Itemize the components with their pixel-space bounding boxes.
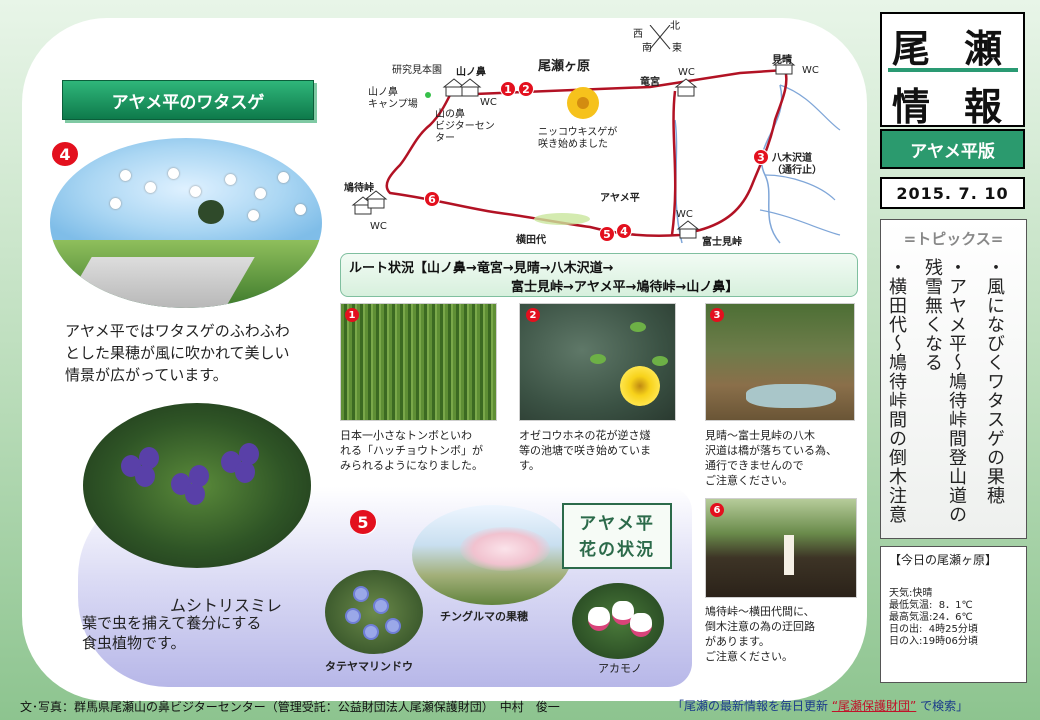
photo-caption-3: 見晴～富士見峠の八木沢道は橋が落ちている為、通行できませんのでご注意ください。: [705, 429, 837, 487]
edition-label: アヤメ平版: [880, 129, 1025, 169]
weather-row: 日の入:19時06分頃: [889, 636, 978, 647]
topic-item: ・風になびくワタスゲの果穂: [984, 258, 1005, 505]
flower-status-line: 花の状況: [579, 540, 655, 560]
map-label-yamanohana: 山ノ鼻: [456, 67, 486, 78]
trail-map-graphic: [351, 24, 841, 244]
photo-caption-6: 鳩待峠～横田代間に、倒木注意の為の迂回路があります。ご注意ください。: [705, 605, 815, 663]
photo-credit: 文･写真：群馬県尾瀬山の鼻ビジターセンター（管理受託：公益財団法人尾瀬保護財団）…: [20, 700, 560, 714]
map-label-visitor-center: 山の鼻ビジターセンター: [435, 109, 495, 144]
search-hint[interactable]: 「尾瀬の最新情報を毎日更新 “尾瀬保護財団” で検索」: [672, 697, 968, 714]
desc-line: とした果穂が風に吹かれて美しい: [65, 344, 290, 362]
chinguruma-photo: [412, 505, 572, 605]
section-banner: アヤメ平のワタスゲ: [62, 80, 314, 120]
map-label-ayamedaira: アヤメ平: [600, 193, 640, 204]
map-label-wc: WC: [676, 209, 693, 220]
trail-map: 西 北 南 東 尾瀬ヶ原 研究見本園 山ノ鼻 山ノ鼻キャンプ場 山の鼻ビジターセ…: [320, 21, 860, 255]
map-label-camp: 山ノ鼻キャンプ場: [368, 87, 418, 110]
map-label-wc: WC: [802, 65, 819, 76]
title-char: 尾: [892, 26, 931, 71]
flower-status-heading: アヤメ平 花の状況: [562, 503, 672, 569]
map-marker-3: 3: [753, 149, 769, 165]
topics-title: =トピックス=: [903, 230, 1004, 248]
map-label-wc: WC: [480, 97, 497, 108]
photo-number-badge: 4: [52, 142, 78, 166]
map-marker-5: 5: [599, 226, 615, 242]
weather-row: 天気:快晴: [889, 588, 933, 599]
map-label-kenkyu: 研究見本園: [392, 65, 442, 76]
map-label-hatomachi: 鳩待峠: [344, 183, 374, 194]
title-char: 報: [964, 84, 1003, 129]
desc-line: 食虫植物です。: [82, 634, 186, 652]
map-label-nikko: ニッコウキスゲが咲き始めました: [538, 127, 618, 150]
photo-caption-1: 日本一小さなトンボといわれる「ハッチョウトンボ」がみられるようになりました。: [340, 429, 483, 472]
map-label-fujimi: 富士見峠: [702, 237, 742, 248]
photo-number-badge: 3: [710, 308, 724, 322]
map-label-yagisawa: 八木沢道（通行止）: [772, 153, 822, 176]
akamono-label: アカモノ: [598, 662, 642, 675]
detour-photo: 6: [705, 498, 857, 598]
photo-caption-2: オゼコウホネの花が逆さ燧等の池塘で咲き始めています。: [519, 429, 651, 472]
topic-item: ・横田代～鳩待峠間の倒木注意: [886, 258, 907, 524]
map-marker-4: 4: [616, 223, 632, 239]
chinguruma-label: チングルマの果穂: [440, 610, 528, 623]
weather-row: 最低気温: 8．1℃: [889, 600, 973, 611]
compass-north: 北: [670, 21, 680, 32]
map-label-wc: WC: [370, 221, 387, 232]
title-divider: [888, 68, 1018, 72]
compass-south: 南: [642, 43, 652, 54]
route-line: ルート状況【山ノ鼻→竜宮→見晴→八木沢道→: [349, 261, 614, 276]
butterwort-description: 葉で虫を捕えて養分にする 食虫植物です。: [82, 613, 332, 653]
desc-line: 情景が広がっています。: [65, 366, 228, 384]
compass-east: 東: [672, 43, 682, 54]
search-keyword-link[interactable]: “尾瀬保護財団”: [831, 699, 917, 713]
search-hint-text: 「尾瀬の最新情報を毎日更新: [672, 699, 829, 713]
title-char: 情: [892, 84, 931, 129]
photo-number-badge: 5: [350, 510, 376, 534]
akamono-photo: [572, 583, 664, 659]
map-label-miharashi: 見晴: [772, 55, 792, 66]
weather-panel: 【今日の尾瀬ヶ原】 天気:快晴 最低気温: 8．1℃ 最高気温:24．6℃ 日の…: [880, 546, 1027, 683]
photo-number-badge: 2: [526, 308, 540, 322]
topics-panel: =トピックス= ・風になびくワタスゲの果穂 ・アヤメ平～鳩待峠間登山道の残雪無く…: [880, 219, 1027, 539]
map-marker-1: 1: [500, 81, 516, 97]
tateyama-rindou-label: タテヤマリンドウ: [325, 660, 413, 673]
cotton-grass-photo: [50, 138, 322, 308]
issue-date: 2015. 7. 10: [880, 177, 1025, 209]
weather-row: 日の出: 4時25分頃: [889, 624, 978, 635]
cotton-grass-description: アヤメ平ではワタスゲのふわふわ とした果穂が風に吹かれて美しい 情景が広がってい…: [65, 320, 335, 386]
route-status-box: ルート状況【山ノ鼻→竜宮→見晴→八木沢道→ 富士見峠→アヤメ平→鳩待峠→山ノ鼻】: [340, 253, 858, 297]
desc-line: 葉で虫を捕えて養分にする: [82, 614, 262, 632]
map-label-yokotashiro: 横田代: [516, 235, 546, 246]
topic-item: ・アヤメ平～鳩待峠間登山道の残雪無くなる: [922, 258, 967, 524]
flower-status-line: アヤメ平: [579, 514, 655, 534]
newsletter-title: 尾 瀬 情 報: [880, 12, 1025, 129]
map-marker-6: 6: [424, 191, 440, 207]
map-label-ryugu: 竜宮: [640, 77, 660, 88]
map-marker-2: 2: [518, 81, 534, 97]
compass-west: 西: [633, 29, 643, 40]
title-char: 瀬: [964, 26, 1003, 71]
weather-row: 最高気温:24．6℃: [889, 612, 973, 623]
broken-bridge-photo: 3: [705, 303, 855, 421]
butterwort-title: ムシトリスミレ: [170, 596, 283, 615]
butterwort-photo: [83, 403, 311, 568]
photo-number-badge: 6: [710, 503, 724, 517]
desc-line: アヤメ平ではワタスゲのふわふわ: [65, 322, 290, 340]
tateyama-rindou-photo: [325, 570, 423, 654]
map-label-wc: WC: [678, 67, 695, 78]
route-line: 富士見峠→アヤメ平→鳩待峠→山ノ鼻】: [511, 280, 739, 295]
search-hint-text: で検索」: [920, 699, 969, 713]
photo-number-badge: 1: [345, 308, 359, 322]
map-label-ozegahara: 尾瀬ヶ原: [538, 59, 591, 74]
water-lily-photo: 2: [519, 303, 676, 421]
weather-title: 【今日の尾瀬ヶ原】: [889, 553, 998, 567]
dragonfly-photo: 1: [340, 303, 497, 421]
